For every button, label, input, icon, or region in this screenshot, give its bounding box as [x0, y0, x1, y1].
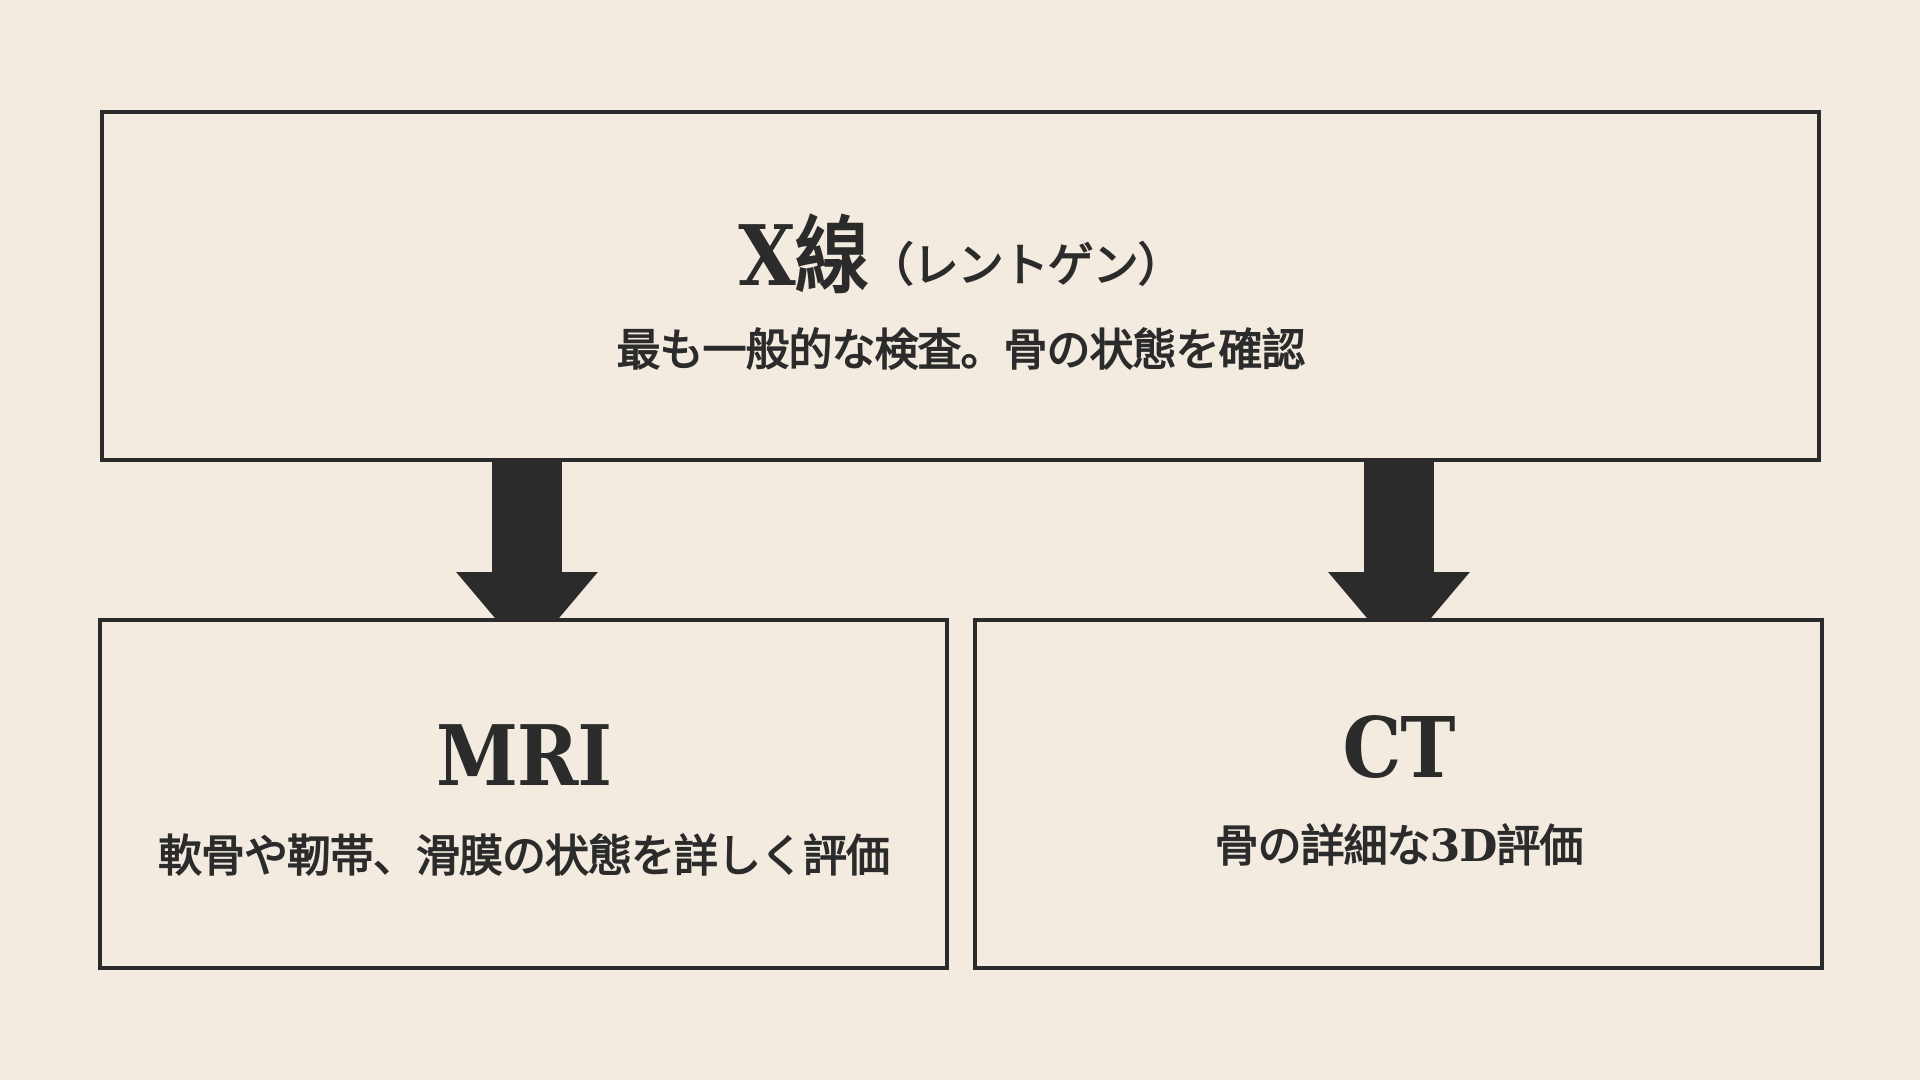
xray-title-main: X線: [738, 208, 868, 305]
xray-title-sub: （レントゲン）: [867, 238, 1184, 292]
mri-description: 軟骨や靭帯、滑膜の状態を詳しく評価: [158, 831, 890, 882]
mri-title: MRI: [102, 709, 945, 805]
mri-box: MRI 軟骨や靭帯、滑膜の状態を詳しく評価: [98, 618, 949, 970]
arrow-down-icon: [1328, 460, 1470, 656]
arrow-down-icon: [456, 460, 598, 656]
ct-title: CT: [977, 701, 1820, 797]
ct-box: CT 骨の詳細な3D評価: [973, 618, 1824, 970]
xray-title: X線（レントゲン）: [104, 196, 1817, 305]
mri-title-text: MRI: [435, 708, 612, 806]
ct-description: 骨の詳細な3D評価: [1214, 821, 1584, 872]
ct-title-text: CT: [1342, 700, 1456, 798]
xray-box: X線（レントゲン） 最も一般的な検査。骨の状態を確認: [100, 110, 1821, 462]
xray-description: 最も一般的な検査。骨の状態を確認: [616, 325, 1306, 376]
